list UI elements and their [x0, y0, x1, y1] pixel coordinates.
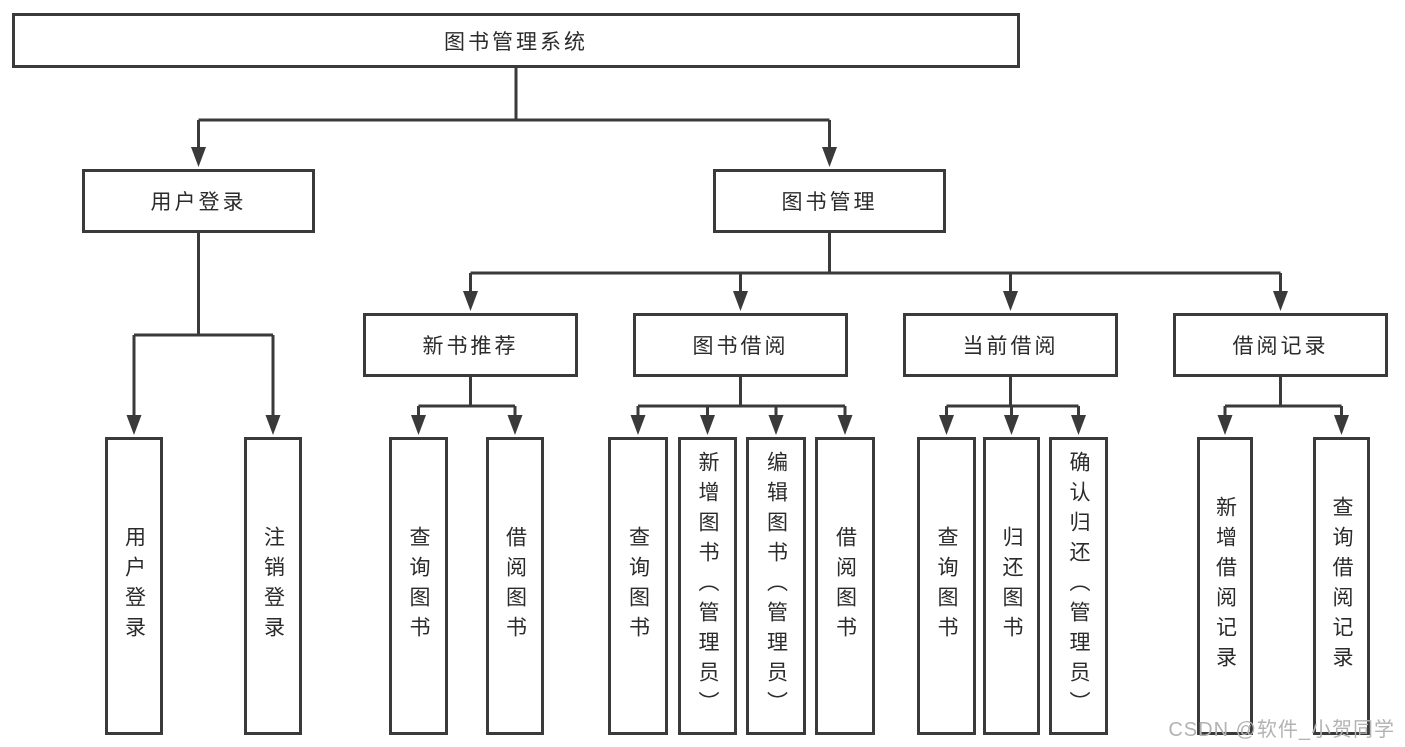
diagram-node-leaf-confirm-return: 确认归还（管理员）: [1049, 437, 1108, 735]
diagram-node-borrow-records: 借阅记录: [1173, 313, 1388, 377]
diagram-node-leaf-borrow-book-2: 借阅图书: [815, 437, 875, 735]
diagram-node-leaf-query-book-1: 查询图书: [389, 437, 448, 735]
csdn-watermark: CSDN @软件_小贺同学: [1168, 719, 1395, 741]
diagram-node-book-mgmt-module: 图书管理: [713, 169, 946, 233]
diagram-node-root-system: 图书管理系统: [12, 13, 1020, 68]
diagram-node-book-borrow: 图书借阅: [633, 313, 848, 377]
diagram-node-leaf-query-book-2: 查询图书: [608, 437, 668, 735]
diagram-node-new-book-rec: 新书推荐: [363, 313, 578, 377]
diagram-node-leaf-logout: 注销登录: [244, 437, 302, 735]
diagram-node-leaf-edit-book: 编辑图书（管理员）: [746, 437, 806, 735]
diagram-node-leaf-query-record: 查询借阅记录: [1313, 437, 1370, 735]
diagram-node-leaf-query-book-3: 查询图书: [917, 437, 976, 735]
diagram-node-leaf-add-book: 新增图书（管理员）: [678, 437, 737, 735]
diagram-node-current-borrow: 当前借阅: [903, 313, 1118, 377]
diagram-node-leaf-borrow-book-1: 借阅图书: [486, 437, 544, 735]
diagram-node-leaf-return-book: 归还图书: [983, 437, 1040, 735]
diagram-node-user-login-module: 用户登录: [82, 169, 315, 233]
diagram-node-leaf-add-record: 新增借阅记录: [1197, 437, 1253, 735]
diagram-node-leaf-user-login: 用户登录: [105, 437, 163, 735]
